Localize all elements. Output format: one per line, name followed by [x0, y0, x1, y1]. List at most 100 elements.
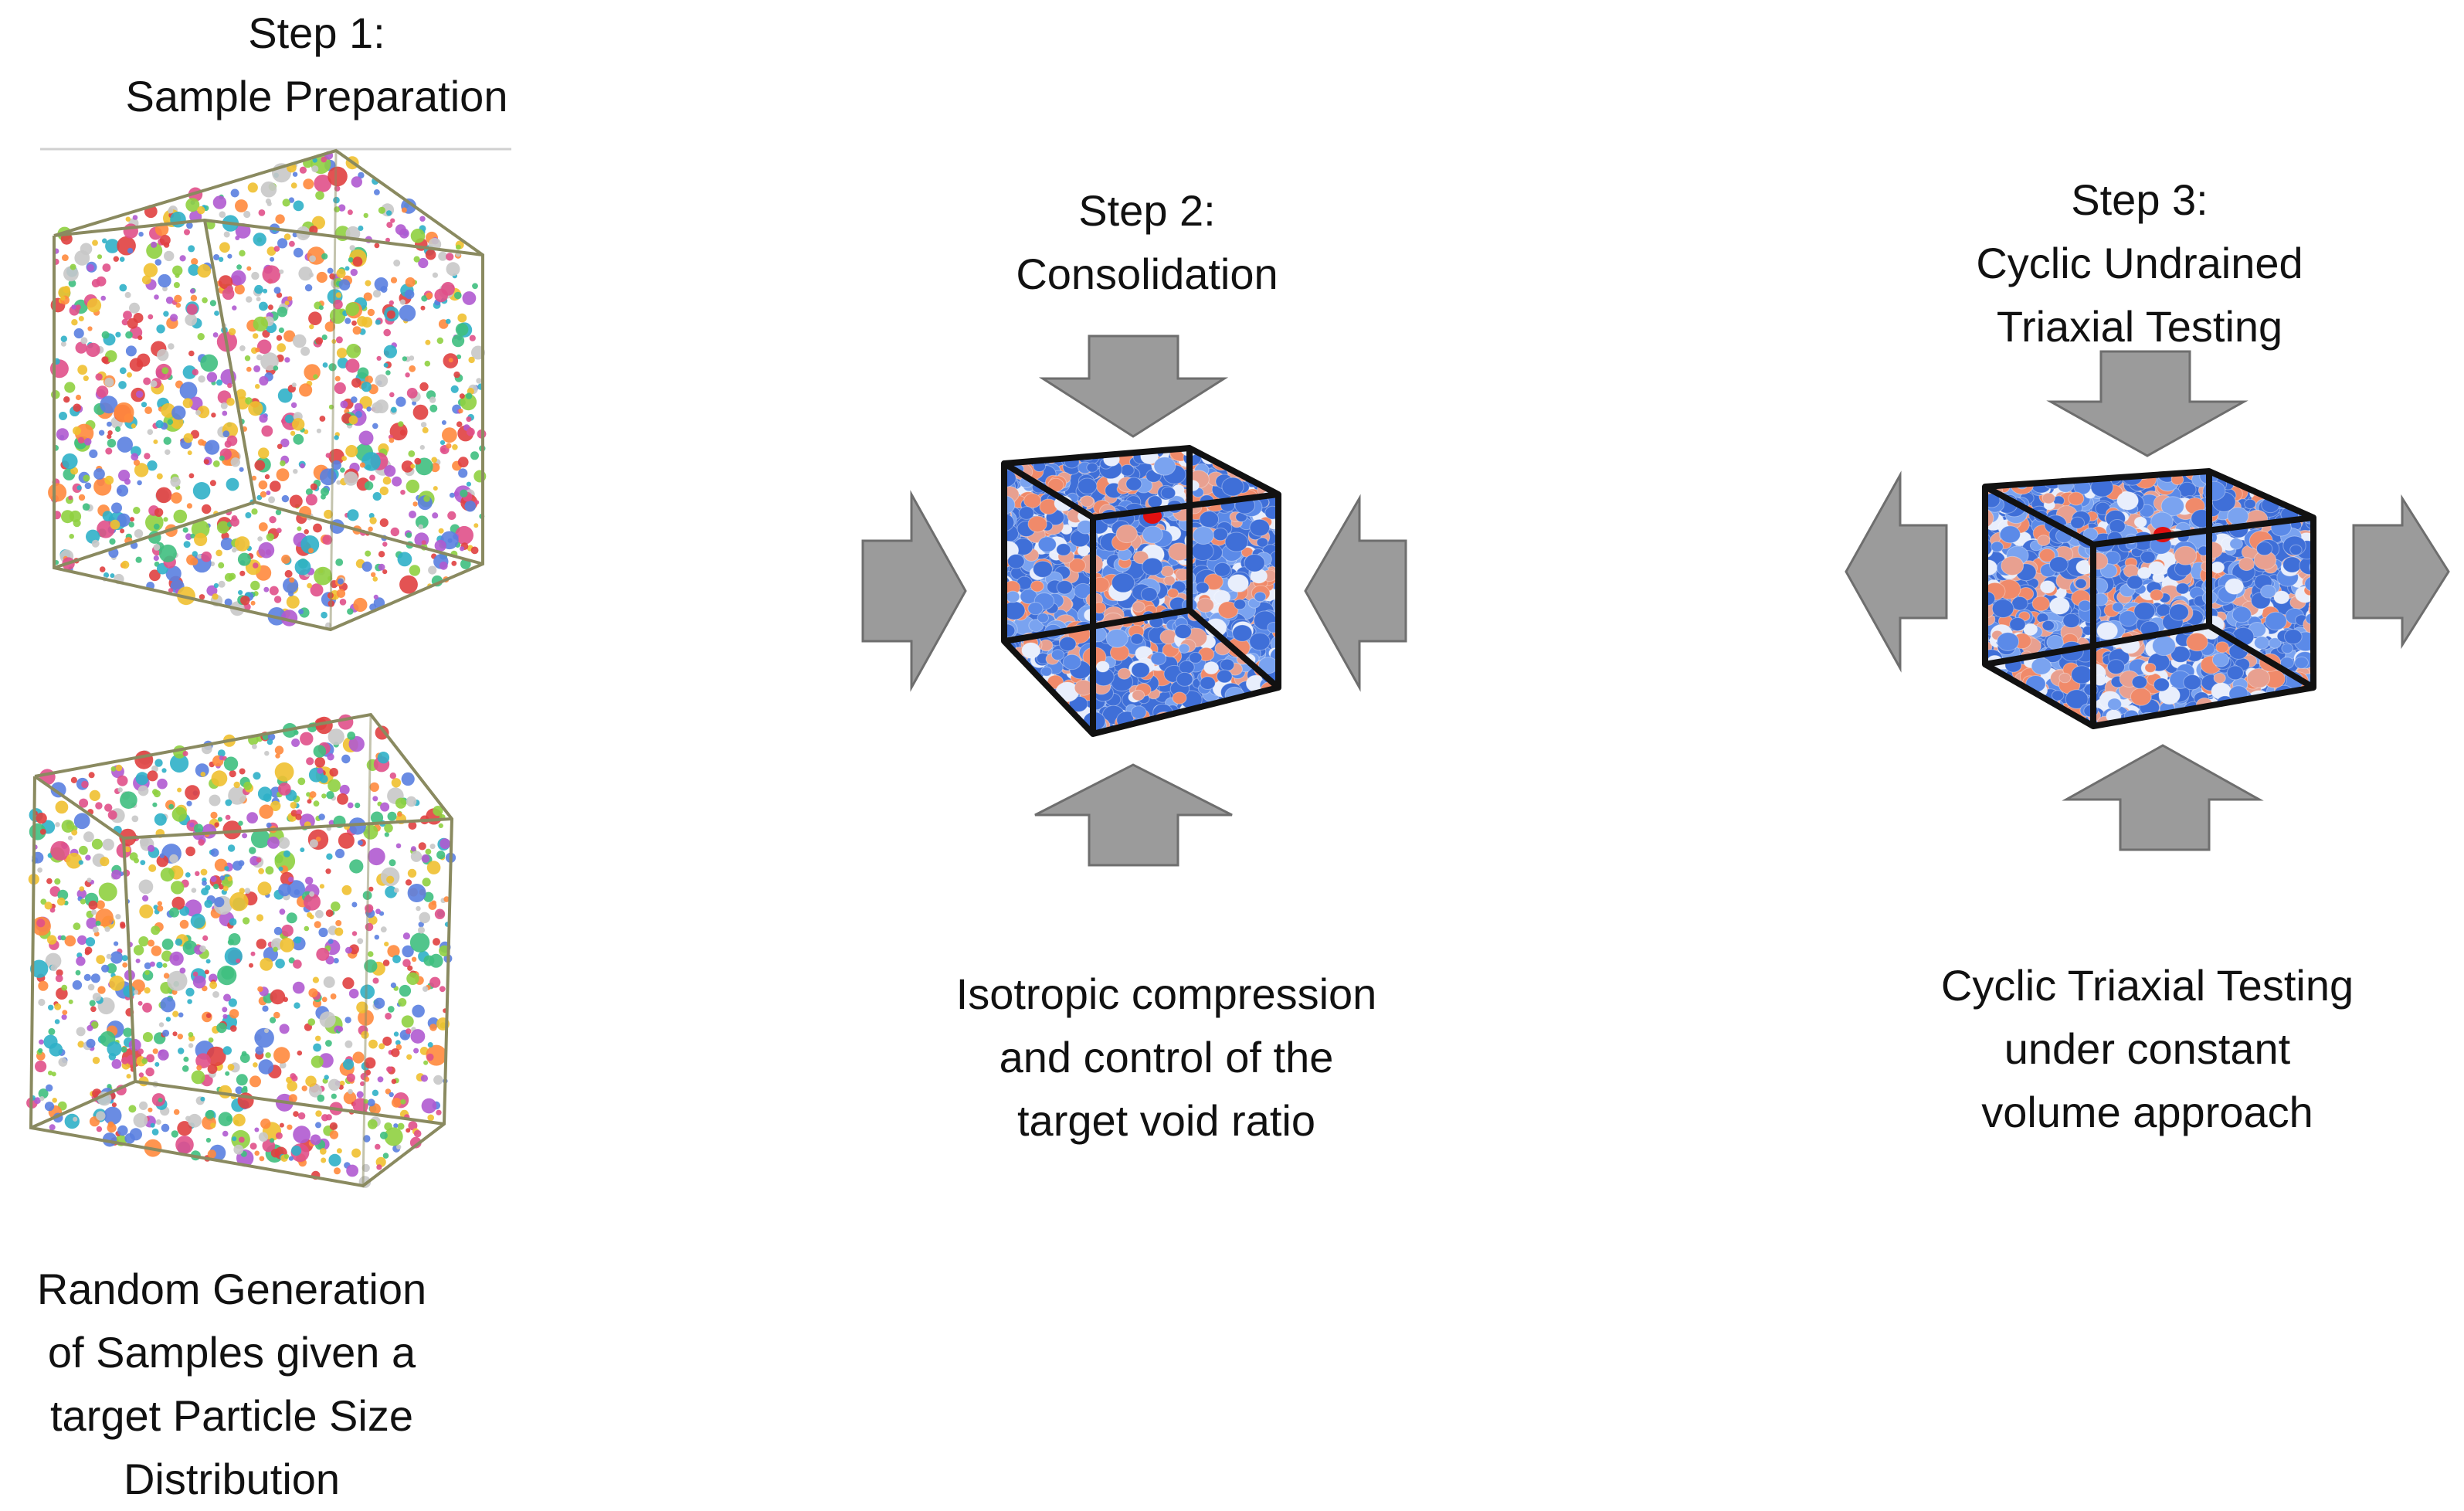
particle	[239, 345, 246, 351]
particle	[1052, 720, 1071, 734]
particle	[287, 1124, 293, 1130]
particle	[1027, 718, 1052, 734]
particle	[71, 319, 78, 326]
particle	[183, 1056, 189, 1062]
particle	[102, 838, 114, 851]
particle	[187, 999, 192, 1004]
particle	[380, 802, 390, 812]
particle	[2073, 723, 2088, 726]
particle	[192, 482, 211, 500]
particle	[352, 1051, 365, 1064]
particle	[150, 1122, 155, 1128]
particle	[1027, 695, 1043, 708]
particle	[2019, 718, 2035, 726]
particle	[334, 382, 346, 395]
particle	[2033, 729, 2044, 739]
particle	[1985, 471, 1989, 480]
particle	[2282, 722, 2299, 726]
particle	[275, 753, 280, 759]
particle	[35, 1060, 47, 1073]
particle	[425, 848, 432, 855]
particle	[407, 868, 417, 878]
particle	[253, 1062, 258, 1068]
particle	[46, 935, 57, 945]
particle	[315, 1122, 321, 1129]
particle	[2314, 501, 2328, 513]
particle	[96, 1126, 103, 1132]
particle	[77, 436, 85, 444]
particle	[1101, 448, 1115, 450]
particle	[2125, 722, 2147, 726]
particle	[377, 752, 390, 764]
particle	[314, 566, 332, 586]
particle	[291, 739, 300, 747]
particle	[1195, 721, 1208, 732]
particle	[315, 191, 324, 200]
particle	[223, 993, 231, 1002]
particle	[429, 844, 436, 850]
particle	[244, 355, 251, 362]
particle	[293, 433, 304, 445]
particle	[114, 941, 119, 946]
particle	[205, 959, 211, 964]
particle	[1199, 511, 1220, 528]
particle	[260, 491, 266, 498]
particle	[188, 350, 195, 357]
particle	[1238, 709, 1261, 728]
particle	[380, 286, 388, 293]
particle	[101, 964, 110, 973]
particle	[409, 1136, 422, 1149]
particle	[1019, 448, 1042, 451]
particle	[70, 776, 77, 784]
particle	[382, 569, 388, 575]
particle	[2150, 589, 2164, 601]
particle	[107, 1084, 112, 1089]
particle	[78, 860, 83, 865]
particle	[335, 336, 343, 344]
particle	[117, 775, 128, 786]
particle	[154, 759, 163, 767]
particle	[380, 926, 387, 933]
particle	[1212, 448, 1230, 460]
particle	[263, 793, 272, 802]
particle	[225, 814, 231, 820]
particle	[314, 757, 326, 768]
particle	[168, 803, 174, 810]
particle	[265, 1052, 271, 1058]
particle	[2133, 516, 2147, 528]
particle	[1987, 705, 2008, 722]
particle	[1143, 731, 1156, 734]
particle	[83, 831, 94, 843]
particle	[186, 222, 193, 229]
particle	[2260, 459, 2272, 469]
particle	[330, 993, 337, 1000]
particle	[329, 1130, 339, 1139]
particle	[443, 896, 450, 902]
particle	[1256, 537, 1269, 548]
particle	[51, 1071, 56, 1077]
particle	[211, 413, 216, 418]
particle	[118, 381, 127, 389]
particle	[1015, 677, 1037, 695]
particle	[344, 1017, 351, 1024]
particle	[105, 239, 120, 253]
particle	[402, 959, 411, 967]
particle	[433, 486, 438, 491]
particle	[158, 1098, 163, 1102]
particle	[81, 780, 89, 789]
particle	[192, 368, 199, 375]
particle	[185, 785, 200, 800]
particle	[412, 1004, 425, 1018]
particle	[359, 396, 372, 409]
particle	[198, 439, 205, 446]
particle	[226, 397, 235, 406]
particle	[227, 939, 234, 946]
particle	[142, 1003, 152, 1013]
particle	[1195, 582, 1210, 594]
particle	[321, 793, 327, 799]
particle	[225, 1071, 230, 1076]
particle	[36, 813, 47, 824]
particle	[413, 1129, 422, 1138]
particle	[210, 811, 218, 819]
particle	[2077, 471, 2099, 478]
